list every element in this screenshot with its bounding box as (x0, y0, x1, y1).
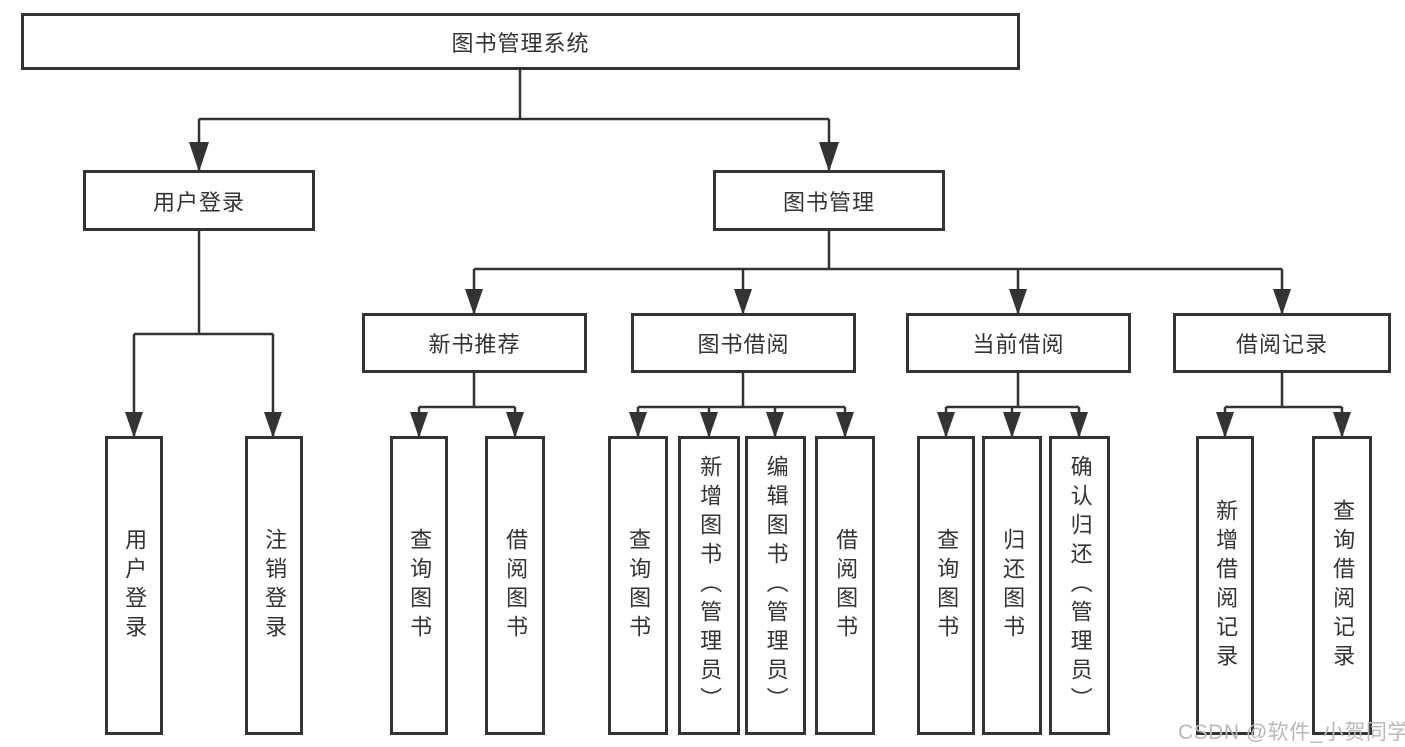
leaf-add-borrow-record: 新增借阅记录 (1196, 436, 1254, 735)
arrow-down-icon (819, 142, 839, 172)
node-new-book-recommend: 新书推荐 (362, 313, 587, 373)
connector-login-to-leaves (125, 231, 282, 438)
leaf-label: 新增图书（管理员） (697, 455, 723, 716)
connector-newbooks-to-leaves (410, 373, 524, 438)
arrow-down-icon (1273, 289, 1291, 315)
leaf-query-books-1: 查询图书 (390, 436, 448, 735)
leaf-query-books-2: 查询图书 (608, 436, 668, 735)
connector-current-to-leaves (937, 373, 1088, 438)
leaf-label: 归还图书 (1000, 527, 1026, 644)
leaf-return-books: 归还图书 (982, 436, 1042, 735)
arrow-down-icon (1003, 412, 1021, 438)
arrow-down-icon (1070, 412, 1088, 438)
leaf-query-borrow-record: 查询借阅记录 (1312, 436, 1372, 735)
leaf-user-login: 用户登录 (105, 436, 163, 735)
arrow-down-icon (465, 289, 483, 315)
node-label: 图书管理 (782, 189, 875, 215)
arrow-down-icon (629, 412, 647, 438)
leaf-edit-book-admin: 编辑图书（管理员） (745, 436, 806, 735)
arrow-down-icon (189, 142, 209, 172)
node-book-management: 图书管理 (713, 170, 945, 231)
arrow-down-icon (1216, 412, 1234, 438)
leaf-label: 注销登录 (262, 527, 288, 644)
connector-records-to-leaves (1216, 373, 1351, 438)
leaf-label: 新增借阅记录 (1213, 498, 1239, 673)
leaf-label: 查询图书 (626, 527, 652, 644)
node-label: 图书管理系统 (451, 30, 590, 56)
leaf-add-book-admin: 新增图书（管理员） (678, 436, 740, 735)
csdn-watermark: CSDN @软件_小贺同学 (1178, 721, 1405, 744)
arrow-down-icon (506, 412, 524, 438)
arrow-down-icon (734, 289, 752, 315)
arrow-down-icon (937, 412, 955, 438)
connector-borrow-to-leaves (629, 373, 854, 438)
node-library-system: 图书管理系统 (21, 13, 1020, 70)
node-borrow-records: 借阅记录 (1173, 313, 1391, 373)
leaf-label: 借阅图书 (833, 527, 859, 644)
connector-bookmgmt-to-level3 (465, 231, 1291, 315)
node-label: 新书推荐 (428, 332, 521, 357)
leaf-label: 查询借阅记录 (1330, 498, 1356, 673)
arrow-down-icon (264, 412, 282, 438)
leaf-label: 借阅图书 (503, 527, 529, 644)
leaf-label: 确认归还（管理员） (1067, 455, 1093, 716)
arrow-down-icon (1333, 412, 1351, 438)
arrow-down-icon (1009, 289, 1027, 315)
leaf-label: 编辑图书（管理员） (763, 455, 789, 716)
connector-root-to-level2 (189, 70, 839, 172)
leaf-borrow-books-1: 借阅图书 (485, 436, 545, 735)
node-current-borrow: 当前借阅 (906, 313, 1131, 373)
node-label: 当前借阅 (972, 332, 1065, 357)
node-label: 借阅记录 (1235, 332, 1328, 357)
arrow-down-icon (766, 412, 784, 438)
node-user-login: 用户登录 (83, 170, 315, 231)
leaf-label: 查询图书 (934, 527, 960, 644)
node-label: 图书借阅 (697, 332, 790, 357)
node-label: 用户登录 (152, 189, 245, 215)
leaf-query-books-3: 查询图书 (917, 436, 975, 735)
leaf-label: 用户登录 (122, 527, 148, 644)
node-book-borrow: 图书借阅 (631, 313, 856, 373)
arrow-down-icon (410, 412, 428, 438)
leaf-logout: 注销登录 (245, 436, 303, 735)
arrow-down-icon (836, 412, 854, 438)
leaf-label: 查询图书 (407, 527, 433, 644)
leaf-borrow-books-2: 借阅图书 (815, 436, 875, 735)
leaf-confirm-return-admin: 确认归还（管理员） (1049, 436, 1110, 735)
arrow-down-icon (700, 412, 718, 438)
arrow-down-icon (125, 412, 143, 438)
